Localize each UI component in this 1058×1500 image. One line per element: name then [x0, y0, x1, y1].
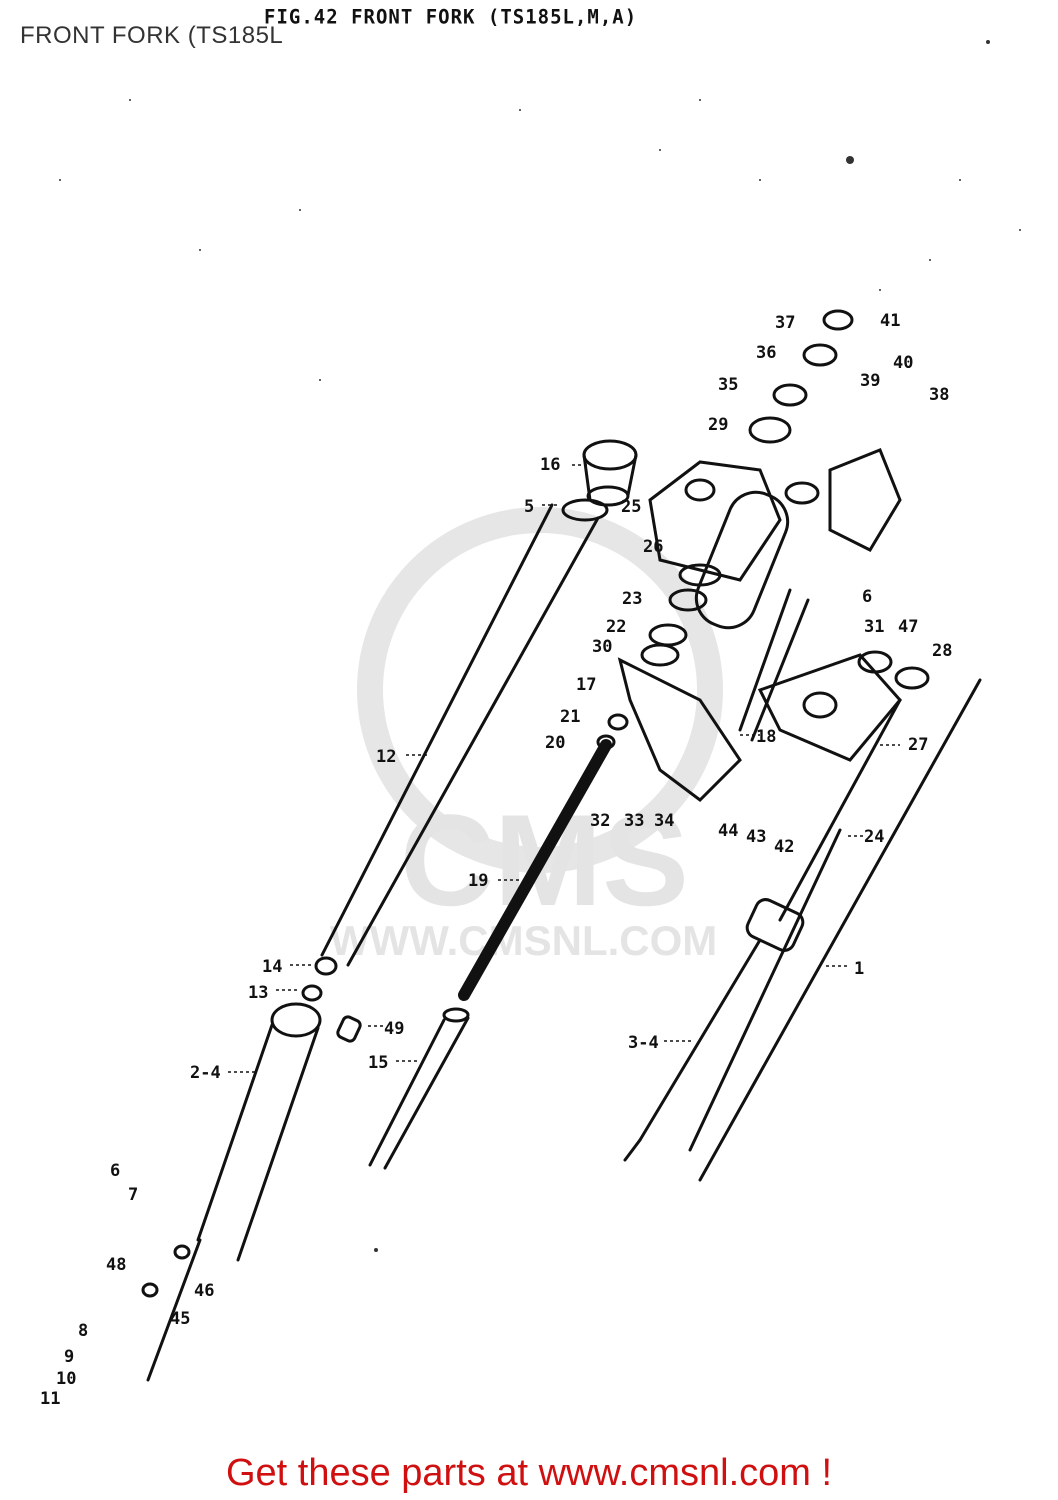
watermark: CMS WWW.CMSNL.COM [330, 507, 723, 964]
print-speckles [59, 40, 1021, 1252]
part-label: 9 [64, 1347, 74, 1367]
upper-bracket [648, 448, 902, 582]
right-fork [623, 588, 982, 1182]
part-label: 40 [893, 353, 913, 373]
part-label: 19 [468, 871, 488, 891]
part-label: 26 [643, 537, 663, 557]
left-outer-leg [146, 1002, 322, 1382]
leader-lines [228, 464, 900, 1073]
part-label: 10 [56, 1369, 76, 1389]
part-14 [314, 956, 338, 976]
part-45 [141, 1282, 159, 1298]
bearing-stack [640, 309, 854, 667]
part-13 [301, 984, 323, 1002]
part-label: 6 [110, 1161, 120, 1181]
part-label: 20 [545, 733, 565, 753]
part-label: 16 [540, 455, 560, 475]
part-label: 47 [898, 617, 918, 637]
part-label: 42 [774, 837, 794, 857]
fork-cap [582, 439, 638, 507]
steering-stem [694, 481, 820, 630]
part-labels: 37 41 36 40 35 39 38 29 16 5 25 26 23 22… [40, 311, 952, 1409]
part-label: 6 [862, 587, 872, 607]
left-inner-tube [320, 498, 609, 967]
part-label: 49 [384, 1019, 404, 1039]
part-label: 28 [932, 641, 952, 661]
part-label: 30 [592, 637, 612, 657]
fork-spring [458, 739, 612, 1001]
part-49 [336, 1015, 362, 1043]
part-label: 32 [590, 811, 610, 831]
part-label: 27 [908, 735, 928, 755]
watermark-url: WWW.CMSNL.COM [330, 917, 717, 964]
part-label: 13 [248, 983, 268, 1003]
exploded-diagram: CMS WWW.CMSNL.COM [40, 40, 1021, 1409]
part-20 [596, 734, 616, 750]
part-46 [173, 1244, 191, 1260]
part-label: 23 [622, 589, 642, 609]
part-label: 38 [929, 385, 949, 405]
part-label: 17 [576, 675, 596, 695]
part-label: 34 [654, 811, 674, 831]
part-label: 37 [775, 313, 795, 333]
part-label: 44 [718, 821, 738, 841]
lower-bracket [617, 650, 930, 802]
part-21 [607, 713, 629, 731]
figure-title: FIG.42 FRONT FORK (TS185L,M,A) [264, 5, 638, 29]
part-label: 35 [718, 375, 738, 395]
part-label: 45 [170, 1309, 190, 1329]
part-label: 7 [128, 1185, 138, 1205]
part-label: 2-4 [190, 1063, 221, 1083]
part-label: 25 [621, 497, 641, 517]
part-label: 5 [524, 497, 534, 517]
footer-parts-link[interactable]: Get these parts at www.cmsnl.com ! [225, 1452, 833, 1494]
part-label: 41 [880, 311, 900, 331]
part-label: 3-4 [628, 1033, 659, 1053]
part-label: 31 [864, 617, 884, 637]
part-label: 8 [78, 1321, 88, 1341]
part-label: 24 [864, 827, 884, 847]
part-label: 29 [708, 415, 728, 435]
part-label: 22 [606, 617, 626, 637]
overlay-title: FRONT FORK (TS185L [20, 22, 284, 49]
part-label: 46 [194, 1281, 214, 1301]
part-label: 18 [756, 727, 776, 747]
part-label: 12 [376, 747, 396, 767]
part-label: 43 [746, 827, 766, 847]
part-label: 15 [368, 1053, 388, 1073]
damper-rod [368, 1007, 470, 1170]
part-label: 11 [40, 1389, 60, 1409]
part-label: 1 [854, 959, 864, 979]
part-label: 21 [560, 707, 580, 727]
part-label: 39 [860, 371, 880, 391]
fork-line-art [141, 309, 982, 1382]
part-label: 36 [756, 343, 776, 363]
part-label: 14 [262, 957, 282, 977]
part-label: 48 [106, 1255, 126, 1275]
part-label: 33 [624, 811, 644, 831]
